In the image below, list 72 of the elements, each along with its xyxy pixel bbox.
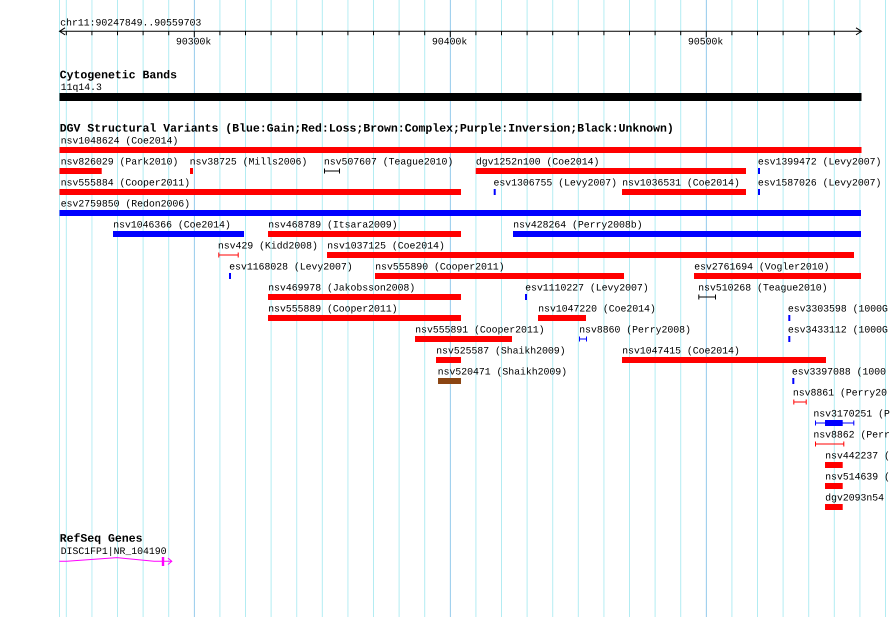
node-label: nsv442237 (	[826, 451, 888, 461]
node-label: esv3397088 (1000	[792, 367, 886, 377]
gene-model: DISC1FP1|NR_104190	[58, 546, 173, 566]
tick-label: 90300k	[176, 37, 211, 44]
variant-bar: esv2761694 (Vogler2010)	[694, 262, 861, 279]
variant-bar: nsv520471 (Shaikh2009)	[438, 367, 566, 384]
variant-bar: esv3433112 (1000G	[788, 325, 888, 342]
node-label: DISC1FP1|NR_104190	[61, 546, 166, 556]
node-label: nsv428264 (Perry2008b)	[514, 220, 641, 230]
node-label: nsv1036531 (Coe2014)	[623, 178, 738, 188]
node-label: nsv555891 (Cooper2011)	[416, 325, 543, 335]
variant-bar: esv1110227 (Levy2007)	[525, 283, 648, 300]
node-label: esv1168028 (Levy2007)	[230, 262, 352, 272]
variant-bar: nsv1036531 (Coe2014)	[622, 178, 746, 195]
variant-bar: nsv1047220 (Coe2014)	[538, 304, 654, 321]
node-label: nsv555890 (Cooper2011)	[376, 262, 503, 272]
variant-bar: esv1587026 (Levy2007)	[758, 178, 880, 195]
variant-bar: nsv525587 (Shaikh2009)	[436, 346, 564, 363]
variant-bar: nsv38725 (Mills2006)	[190, 157, 306, 174]
node-label: 11q14.3	[61, 83, 102, 92]
variant-bar: nsv468789 (Itsara2009)	[268, 220, 461, 237]
variant-bar: nsv1048624 (Coe2014)	[60, 136, 862, 153]
node-label: nsv469978 (Jakobsson2008)	[269, 283, 414, 293]
variant-bar: esv3303598 (1000G	[788, 304, 888, 321]
variant-bar: dgv1252n100 (Coe2014)	[476, 157, 746, 174]
node-label: esv1399472 (Levy2007)	[758, 157, 880, 167]
node-label: dgv1252n100 (Coe2014)	[476, 157, 598, 167]
node-label: nsv555889 (Cooper2011)	[269, 304, 396, 314]
node-label: nsv1047415 (Coe2014)	[623, 346, 738, 356]
node-label: esv2761694 (Vogler2010)	[694, 262, 828, 272]
node-label: nsv514639 (	[826, 472, 888, 482]
tick-label: 90400k	[432, 37, 467, 44]
node-label: nsv525587 (Shaikh2009)	[437, 346, 564, 356]
node-label: esv2759850 (Redon2006)	[61, 199, 188, 209]
node-label: nsv520471 (Shaikh2009)	[438, 367, 566, 377]
node-label: nsv1048624 (Coe2014)	[62, 136, 177, 146]
tick-label: 90500k	[688, 37, 723, 44]
node-label: esv3303598 (1000G	[788, 304, 888, 314]
variant-bar: esv2759850 (Redon2006)	[60, 199, 861, 216]
variant-bar: nsv555884 (Cooper2011)	[60, 178, 461, 195]
variant-bar: esv1306755 (Levy2007)	[494, 178, 616, 195]
coordinate-label: chr11:90247849..90559703	[60, 18, 201, 26]
variant-bar: esv1399472 (Levy2007)	[758, 157, 880, 174]
variant-bar: nsv555889 (Cooper2011)	[268, 304, 461, 321]
variant-bar: esv1168028 (Levy2007)	[229, 262, 352, 279]
variant-bar: nsv442237 (	[825, 451, 888, 468]
node-label: nsv1037125 (Coe2014)	[328, 241, 444, 251]
node-label: nsv826029 (Park2010)	[62, 157, 177, 167]
variant-bar: nsv428264 (Perry2008b)	[513, 220, 861, 237]
variant-bar: esv3397088 (1000	[792, 367, 886, 384]
variant-bar: nsv555890 (Cooper2011)	[375, 262, 624, 279]
node-label: nsv1046366 (Coe2014)	[114, 220, 230, 230]
variant-bar: nsv1047415 (Coe2014)	[622, 346, 826, 363]
variant-bar: nsv1046366 (Coe2014)	[113, 220, 244, 237]
node-label: nsv468789 (Itsara2009)	[269, 220, 396, 230]
track-title: Cytogenetic Bands	[60, 70, 176, 81]
variant-bar: nsv514639 (	[825, 472, 888, 489]
track-title: DGV Structural Variants (Blue:Gain;Red:Loss;Brown:Complex;Purple:Inversion;Black:Unknown)	[60, 123, 672, 134]
node-label: nsv555884 (Cooper2011)	[62, 178, 188, 188]
variant-bar: nsv1037125 (Coe2014)	[327, 241, 854, 258]
cytoband-bar: 11q14.3	[60, 83, 862, 101]
node-label: esv1110227 (Levy2007)	[526, 283, 648, 293]
node-label: esv1587026 (Levy2007)	[758, 178, 880, 188]
variant-bar: nsv826029 (Park2010)	[60, 157, 177, 174]
variant-bar: nsv469978 (Jakobsson2008)	[268, 283, 461, 300]
variant-bar: nsv555891 (Cooper2011)	[415, 325, 543, 342]
node-label: esv3433112 (1000G	[788, 325, 888, 335]
node-label: nsv38725 (Mills2006)	[190, 157, 306, 167]
node-label: esv1306755 (Levy2007)	[494, 178, 616, 188]
variant-bar: dgv2093n54	[825, 493, 884, 510]
node-label: nsv1047220 (Coe2014)	[539, 304, 654, 314]
node-label: dgv2093n54	[826, 493, 884, 503]
